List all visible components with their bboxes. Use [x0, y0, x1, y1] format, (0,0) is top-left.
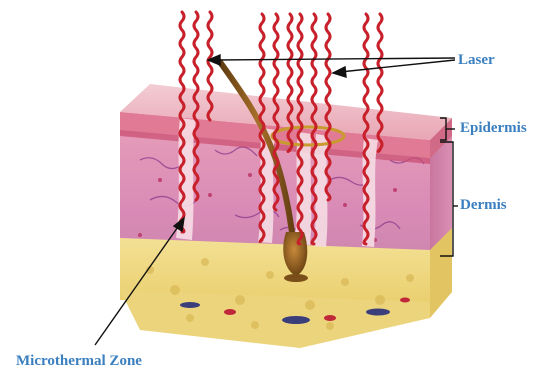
epidermis-label: Epidermis [460, 121, 527, 136]
laser-beam [378, 14, 382, 152]
dermis-label: Dermis [460, 198, 507, 213]
laser-arrows [208, 55, 455, 77]
laser-beam [288, 14, 292, 152]
microthermal-zone-label: Microthermal Zone [16, 354, 142, 369]
laser-label: Laser [458, 53, 495, 68]
